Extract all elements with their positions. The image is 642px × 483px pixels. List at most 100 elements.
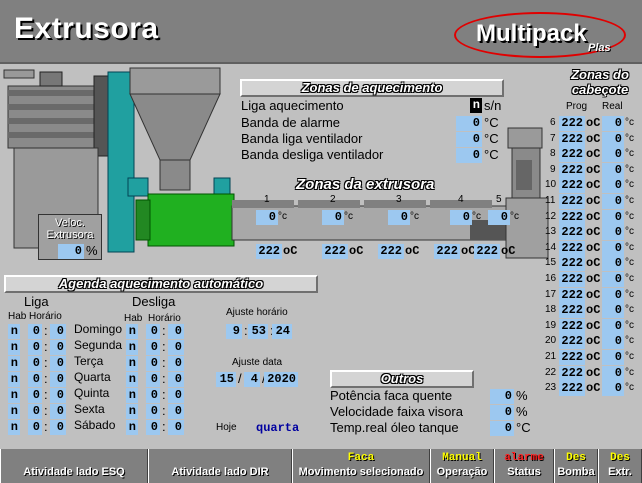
head-zone-prog[interactable]: 222	[559, 147, 585, 163]
desliga-minute-field[interactable]: 0	[168, 372, 184, 387]
head-zone-prog[interactable]: 222	[559, 178, 585, 194]
extrusion-zone-setpoint[interactable]: 222	[256, 244, 282, 259]
desliga-minute-field[interactable]: 0	[168, 324, 184, 339]
alarm-band-field[interactable]: 0	[456, 116, 482, 131]
liga-hour-field[interactable]: 0	[28, 404, 42, 419]
desliga-minute-field[interactable]: 0	[168, 356, 184, 371]
liga-minute-field[interactable]: 0	[50, 324, 66, 339]
footer-button-1[interactable]: Atividade lado ESQ	[0, 449, 148, 483]
extrusion-zone-setpoint[interactable]: 222	[434, 244, 460, 259]
liga-minute-field[interactable]: 0	[50, 372, 66, 387]
minute-field[interactable]: 53	[248, 324, 268, 339]
extruder-illustration	[3, 67, 549, 259]
desliga-hab-field[interactable]: n	[126, 372, 138, 387]
head-zone-real-unit: °c	[625, 304, 634, 316]
liga-hour-field[interactable]: 0	[28, 356, 42, 371]
desliga-hab-field[interactable]: n	[126, 420, 138, 435]
head-zone-prog[interactable]: 222	[559, 256, 585, 272]
today-value: quarta	[256, 421, 300, 435]
head-zone-prog[interactable]: 222	[559, 365, 585, 381]
head-zone-prog[interactable]: 222	[559, 272, 585, 287]
head-zone-prog[interactable]: 222	[559, 209, 585, 225]
weekday-label: Terça	[74, 354, 104, 368]
strip-speed-field[interactable]: 0	[490, 405, 514, 420]
liga-minute-field[interactable]: 0	[50, 356, 66, 371]
head-zone-prog[interactable]: 222	[559, 381, 585, 397]
head-zone-number: 11	[545, 195, 556, 206]
desliga-minute-field[interactable]: 0	[168, 420, 184, 435]
liga-hab-field[interactable]: n	[8, 420, 20, 435]
second-field[interactable]: 24	[272, 324, 292, 339]
desliga-minute-field[interactable]: 0	[168, 388, 184, 403]
head-zone-prog[interactable]: 222	[559, 225, 585, 241]
day-field[interactable]: 15	[216, 372, 236, 387]
head-zone-real: 0	[602, 334, 624, 350]
month-field[interactable]: 4	[244, 372, 260, 387]
extrusion-zone-setpoint[interactable]: 222	[322, 244, 348, 259]
desliga-hour-field[interactable]: 0	[146, 420, 160, 435]
extrusion-zone-setpoint[interactable]: 222	[378, 244, 404, 259]
head-zone-prog[interactable]: 222	[559, 318, 585, 334]
head-zone-prog[interactable]: 222	[559, 287, 585, 303]
company-logo: Multipack Plas	[454, 12, 626, 58]
head-zone-prog[interactable]: 222	[559, 194, 585, 209]
speed-field[interactable]: 0	[58, 244, 84, 259]
liga-minute-field[interactable]: 0	[50, 404, 66, 419]
liga-hab-field[interactable]: n	[8, 372, 20, 387]
desliga-hour-field[interactable]: 0	[146, 388, 160, 403]
time-adjust-label: Ajuste horário	[226, 307, 288, 318]
head-zone-prog[interactable]: 222	[559, 334, 585, 350]
desliga-hab-field[interactable]: n	[126, 404, 138, 419]
desliga-hour-field[interactable]: 0	[146, 324, 160, 339]
head-zone-number: 18	[545, 304, 557, 316]
liga-hab-field[interactable]: n	[8, 324, 20, 339]
year-field[interactable]: 2020	[264, 372, 298, 387]
liga-hour-field[interactable]: 0	[28, 420, 42, 435]
head-zone-prog[interactable]: 222	[559, 240, 585, 256]
desliga-hour-field[interactable]: 0	[146, 404, 160, 419]
desliga-hour-field[interactable]: 0	[146, 372, 160, 387]
head-zone-prog[interactable]: 222	[559, 350, 585, 365]
head-zone-prog[interactable]: 222	[559, 131, 585, 147]
head-zone-prog[interactable]: 222	[559, 116, 585, 131]
liga-hour-field[interactable]: 0	[28, 340, 42, 355]
footer-button-2[interactable]: Atividade lado DIR	[148, 449, 292, 483]
desliga-hab-field[interactable]: n	[126, 324, 138, 339]
footer-button-state: Manual	[442, 452, 482, 464]
desliga-hab-field[interactable]: n	[126, 340, 138, 355]
liga-sep: :	[44, 323, 48, 338]
head-zone-prog[interactable]: 222	[559, 303, 585, 319]
liga-hab-field[interactable]: n	[8, 356, 20, 371]
head-zone-prog[interactable]: 222	[559, 162, 585, 178]
desliga-hour-field[interactable]: 0	[146, 356, 160, 371]
liga-hour-field[interactable]: 0	[28, 372, 42, 387]
liga-hab-field[interactable]: n	[8, 404, 20, 419]
desliga-hour-field[interactable]: 0	[146, 340, 160, 355]
extrusion-zone-setpoint[interactable]: 222	[474, 244, 500, 259]
desliga-minute-field[interactable]: 0	[168, 404, 184, 419]
liga-hour-field[interactable]: 0	[28, 324, 42, 339]
hour-field[interactable]: 9	[226, 324, 242, 339]
liga-hab-field[interactable]: n	[8, 388, 20, 403]
hot-knife-power-field[interactable]: 0	[490, 389, 514, 404]
fan-off-band-field[interactable]: 0	[456, 148, 482, 163]
head-zone-number: 22	[545, 366, 557, 378]
head-zone-real-unit: °c	[625, 210, 634, 222]
head-zone-real: 0	[602, 194, 624, 209]
liga-hour-field[interactable]: 0	[28, 388, 42, 403]
liga-minute-field[interactable]: 0	[50, 420, 66, 435]
liga-minute-field[interactable]: 0	[50, 340, 66, 355]
liga-minute-field[interactable]: 0	[50, 388, 66, 403]
fan-on-band-field[interactable]: 0	[456, 132, 482, 147]
desliga-sep: :	[162, 371, 166, 386]
desliga-minute-field[interactable]: 0	[168, 340, 184, 355]
heating-on-field[interactable]: n	[470, 98, 482, 113]
liga-hab-field[interactable]: n	[8, 340, 20, 355]
desliga-hab-field[interactable]: n	[126, 388, 138, 403]
desliga-hab-field[interactable]: n	[126, 356, 138, 371]
